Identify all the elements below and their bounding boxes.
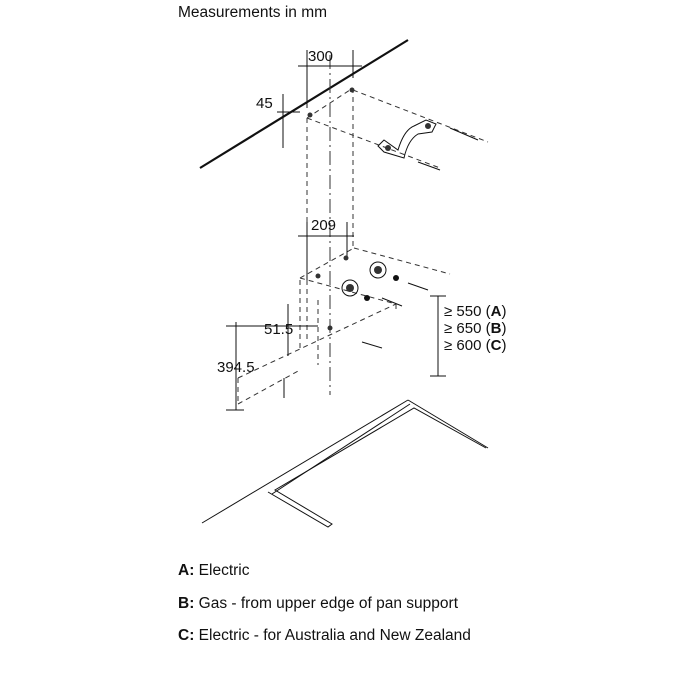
page-title: Measurements in mm [178,4,328,21]
screw-icon [361,127,479,349]
legend-item-a: A: Electric [178,562,250,579]
clearance-dimension: ≥ 550 (A) ≥ 650 (B) ≥ 600 (C) [430,295,506,377]
dimension-209: 209 [298,217,354,280]
clearance-c-label: ≥ 600 (C) [444,337,506,354]
clearance-b-label: ≥ 650 (B) [444,320,506,337]
dimension-45: 45 [256,94,300,148]
legend-item-c: C: Electric - for Australia and New Zeal… [178,627,471,644]
dimension-51-5: 51.5 [264,304,293,356]
dim-300-label: 300 [308,48,333,65]
dim-209-label: 209 [311,217,336,234]
dimension-300: 300 [298,48,362,108]
drill-hole-markers [307,87,355,331]
dimension-394-5: 394.5 [217,322,318,411]
legend-item-b: B: Gas - from upper edge of pan support [178,595,459,612]
clearance-a-label: ≥ 550 (A) [444,303,506,320]
dim-51-5-label: 51.5 [264,321,293,338]
hob-outline [201,399,489,528]
upper-dashed-outline [306,87,489,340]
mounting-bracket-icon [377,119,437,159]
ceiling-line [199,39,409,169]
dim-394-5-label: 394.5 [217,359,255,376]
wall-plug-icon [341,261,399,301]
dim-45-label: 45 [256,95,273,112]
